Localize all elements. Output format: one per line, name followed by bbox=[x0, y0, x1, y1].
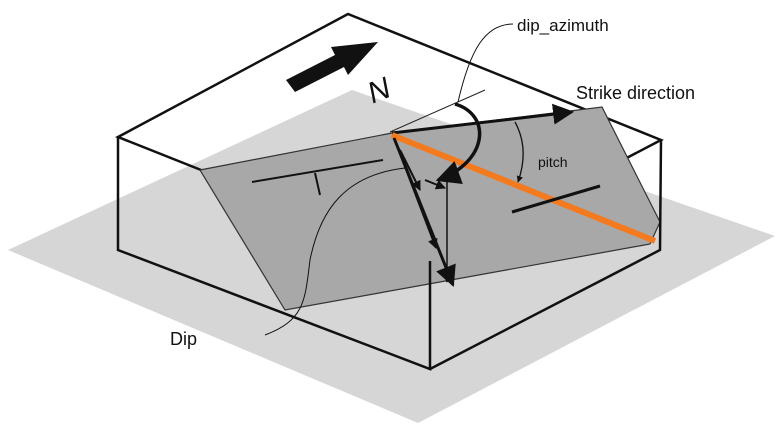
pitch-angle-arc bbox=[514, 121, 524, 183]
box-front-edges bbox=[116, 137, 432, 371]
horizontal-dip-vector bbox=[399, 149, 421, 191]
dip-azimuth-arc bbox=[435, 102, 482, 185]
dip-leader bbox=[264, 167, 406, 336]
dip-azimuth-label: dip_azimuth bbox=[517, 16, 609, 35]
dip-direction-vector bbox=[393, 137, 438, 249]
pitch-label: pitch bbox=[538, 154, 568, 170]
small-vector bbox=[424, 179, 446, 190]
dip-symbol-tick bbox=[314, 172, 321, 196]
strike-symbol-line bbox=[251, 159, 384, 183]
north-reference-line bbox=[389, 89, 486, 133]
strike-direction-label: Strike direction bbox=[576, 83, 695, 103]
dip-azimuth-leader bbox=[457, 23, 514, 103]
north-arrow-icon bbox=[286, 42, 378, 92]
strike-direction-arrow bbox=[391, 103, 575, 135]
box-right-edges bbox=[429, 139, 663, 371]
pitch-line bbox=[511, 184, 601, 214]
strike-line bbox=[390, 132, 657, 244]
dip-label: Dip bbox=[170, 329, 197, 349]
